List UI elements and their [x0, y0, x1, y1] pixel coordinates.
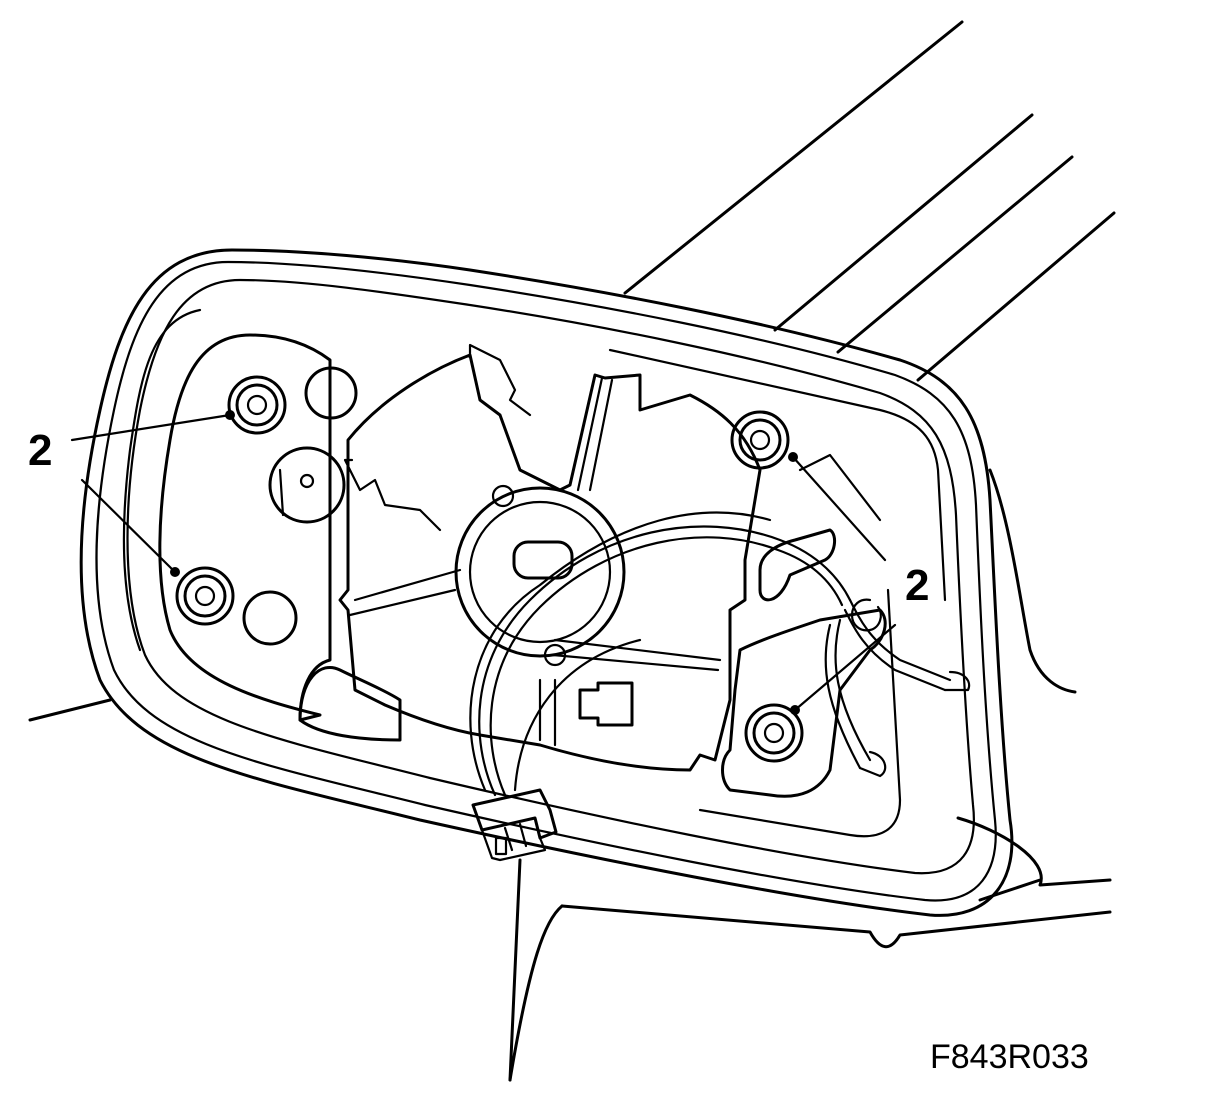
mirror-arm-lines — [623, 20, 1116, 382]
mirror-motor-plate — [298, 343, 762, 772]
callout-label-left: 2 — [28, 426, 52, 475]
mounting-screw-top-right — [730, 410, 790, 470]
mounting-screw-top-left — [227, 375, 287, 435]
mounting-screw-bottom-right — [744, 703, 804, 763]
mounting-screw-bottom-left — [175, 566, 235, 626]
locating-pins — [242, 366, 358, 646]
mirror-base-plate — [122, 308, 947, 838]
callout-leaders — [70, 410, 897, 715]
wiring-connector — [471, 788, 558, 862]
wiring-harness — [469, 511, 971, 797]
mirror-housing — [28, 248, 1112, 1082]
callout-label-right: 2 — [905, 561, 929, 610]
figure-code: F843R033 — [930, 1038, 1089, 1076]
